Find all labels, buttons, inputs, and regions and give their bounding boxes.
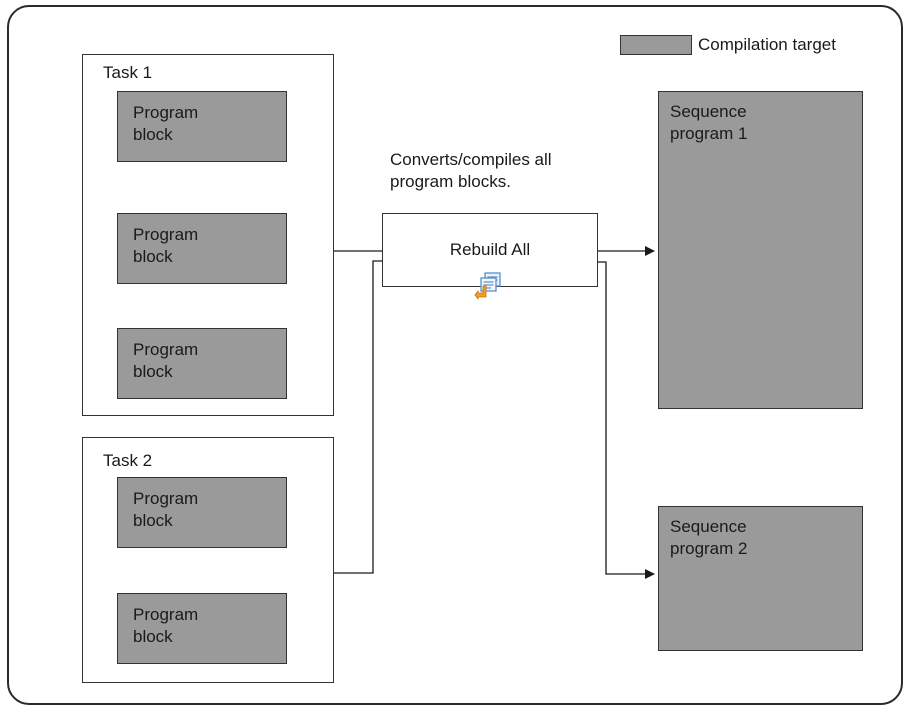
program-block-label: Program block: [133, 340, 199, 381]
program-block: Program block: [117, 477, 287, 548]
process-note-line2: program blocks.: [390, 172, 511, 191]
process-note-line1: Converts/compiles all: [390, 150, 552, 169]
sequence-program-2-label: Sequence program 2: [670, 517, 748, 558]
legend: Compilation target: [620, 35, 836, 55]
legend-swatch: [620, 35, 692, 55]
program-block: Program block: [117, 593, 287, 664]
legend-label: Compilation target: [698, 35, 836, 54]
program-block: Program block: [117, 91, 287, 162]
task2-to-rebuild: [306, 260, 382, 574]
task-2-label: Task 2: [103, 451, 153, 470]
program-block-label: Program block: [133, 103, 199, 144]
program-block-label: Program block: [133, 489, 199, 530]
task-1-label: Task 1: [103, 63, 153, 82]
program-block-label: Program block: [133, 225, 199, 266]
rebuild-to-seq2: [598, 261, 655, 579]
sequence-program-1: Sequence program 1: [658, 91, 863, 409]
process-note: Converts/compiles all program blocks.: [390, 149, 552, 193]
sequence-program-1-label: Sequence program 1: [670, 102, 748, 143]
rebuild-all-icon: [474, 272, 501, 300]
rebuild-all-label: Rebuild All: [449, 240, 531, 259]
program-block: Program block: [117, 213, 287, 284]
program-block-label: Program block: [133, 605, 199, 646]
sequence-program-2: Sequence program 2: [658, 506, 863, 651]
program-block: Program block: [117, 328, 287, 399]
diagram-frame: [7, 5, 903, 705]
